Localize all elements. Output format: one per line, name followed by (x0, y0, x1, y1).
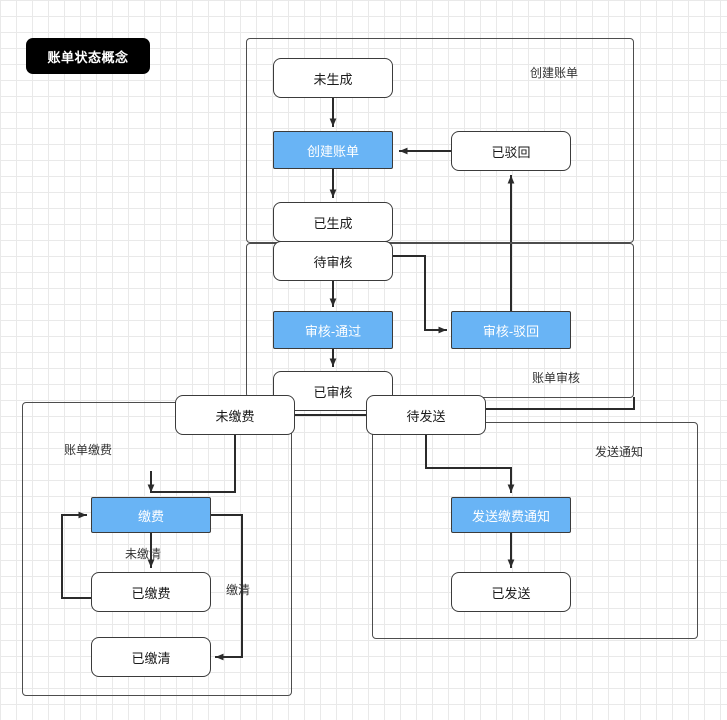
node-rejected[interactable]: 已驳回 (451, 131, 571, 171)
edge-label-not-paid-off: 未缴清 (125, 547, 162, 561)
node-unpaid[interactable]: 未缴费 (175, 395, 295, 435)
edge-pendingsend-right-upper (485, 397, 635, 410)
group-pay-bill (22, 402, 292, 696)
group-label-pay-bill: 账单缴费 (64, 443, 113, 457)
node-sent[interactable]: 已发送 (451, 572, 571, 612)
node-audit-reject[interactable]: 审核-驳回 (451, 311, 571, 349)
node-pending-audit[interactable]: 待审核 (273, 241, 393, 281)
node-generated[interactable]: 已生成 (273, 202, 393, 242)
node-paid[interactable]: 已缴费 (91, 572, 211, 612)
node-paid-off[interactable]: 已缴清 (91, 637, 211, 677)
group-label-audit-bill: 账单审核 (532, 371, 581, 385)
node-pending-send[interactable]: 待发送 (366, 395, 486, 435)
node-pay[interactable]: 缴费 (91, 497, 211, 533)
group-label-create-bill: 创建账单 (530, 66, 579, 80)
node-not-generated[interactable]: 未生成 (273, 58, 393, 98)
node-create-bill[interactable]: 创建账单 (273, 131, 393, 169)
node-audit-pass[interactable]: 审核-通过 (273, 311, 393, 349)
node-send-payment-notice[interactable]: 发送缴费通知 (451, 497, 571, 533)
group-label-send-notice: 发送通知 (595, 445, 644, 459)
diagram-title-badge: 账单状态概念 (26, 38, 150, 74)
group-create-bill (246, 38, 634, 243)
group-send-notice (372, 422, 698, 639)
edge-label-paid-full: 缴清 (226, 583, 251, 597)
